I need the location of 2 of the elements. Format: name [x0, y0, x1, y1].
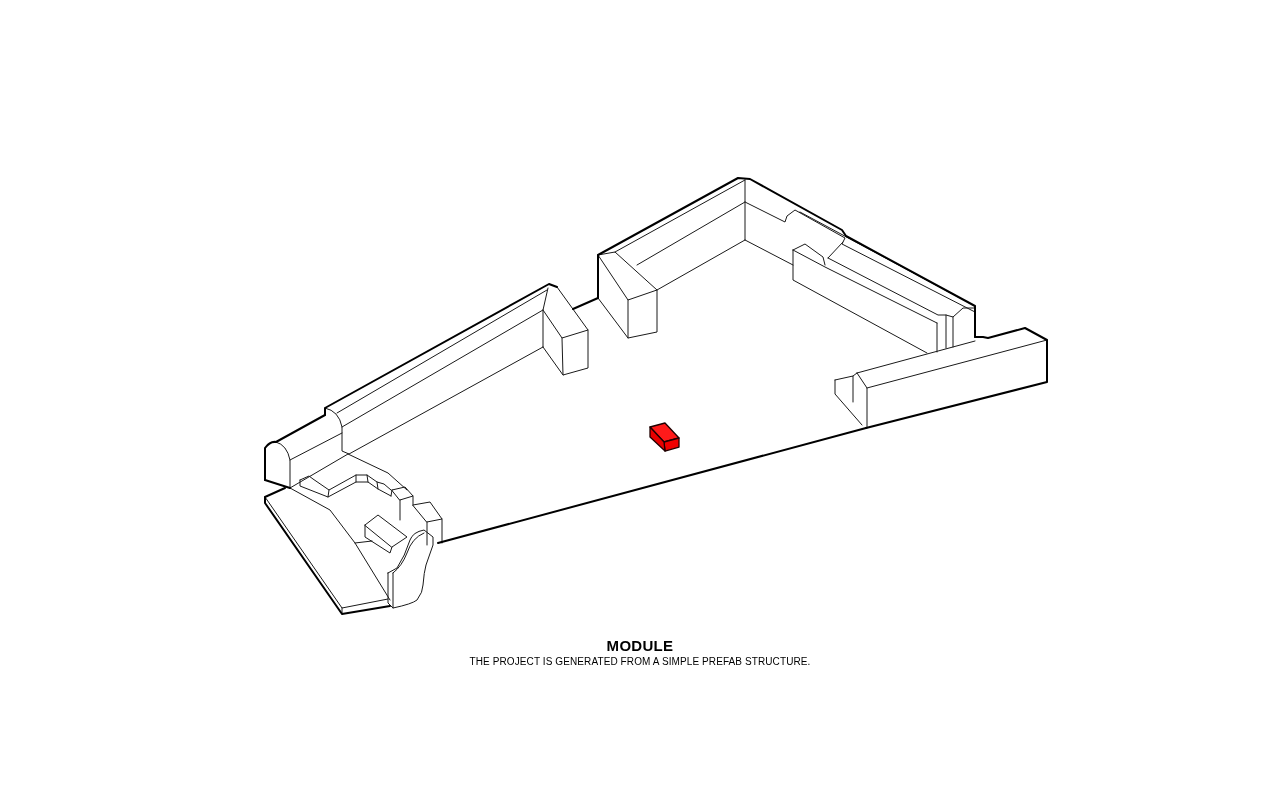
- diagram-title: MODULE: [606, 637, 674, 655]
- caption-text: THE PROJECT IS GENERATED FROM A SIMPLE PREFAB STRUCTURE.: [469, 655, 811, 668]
